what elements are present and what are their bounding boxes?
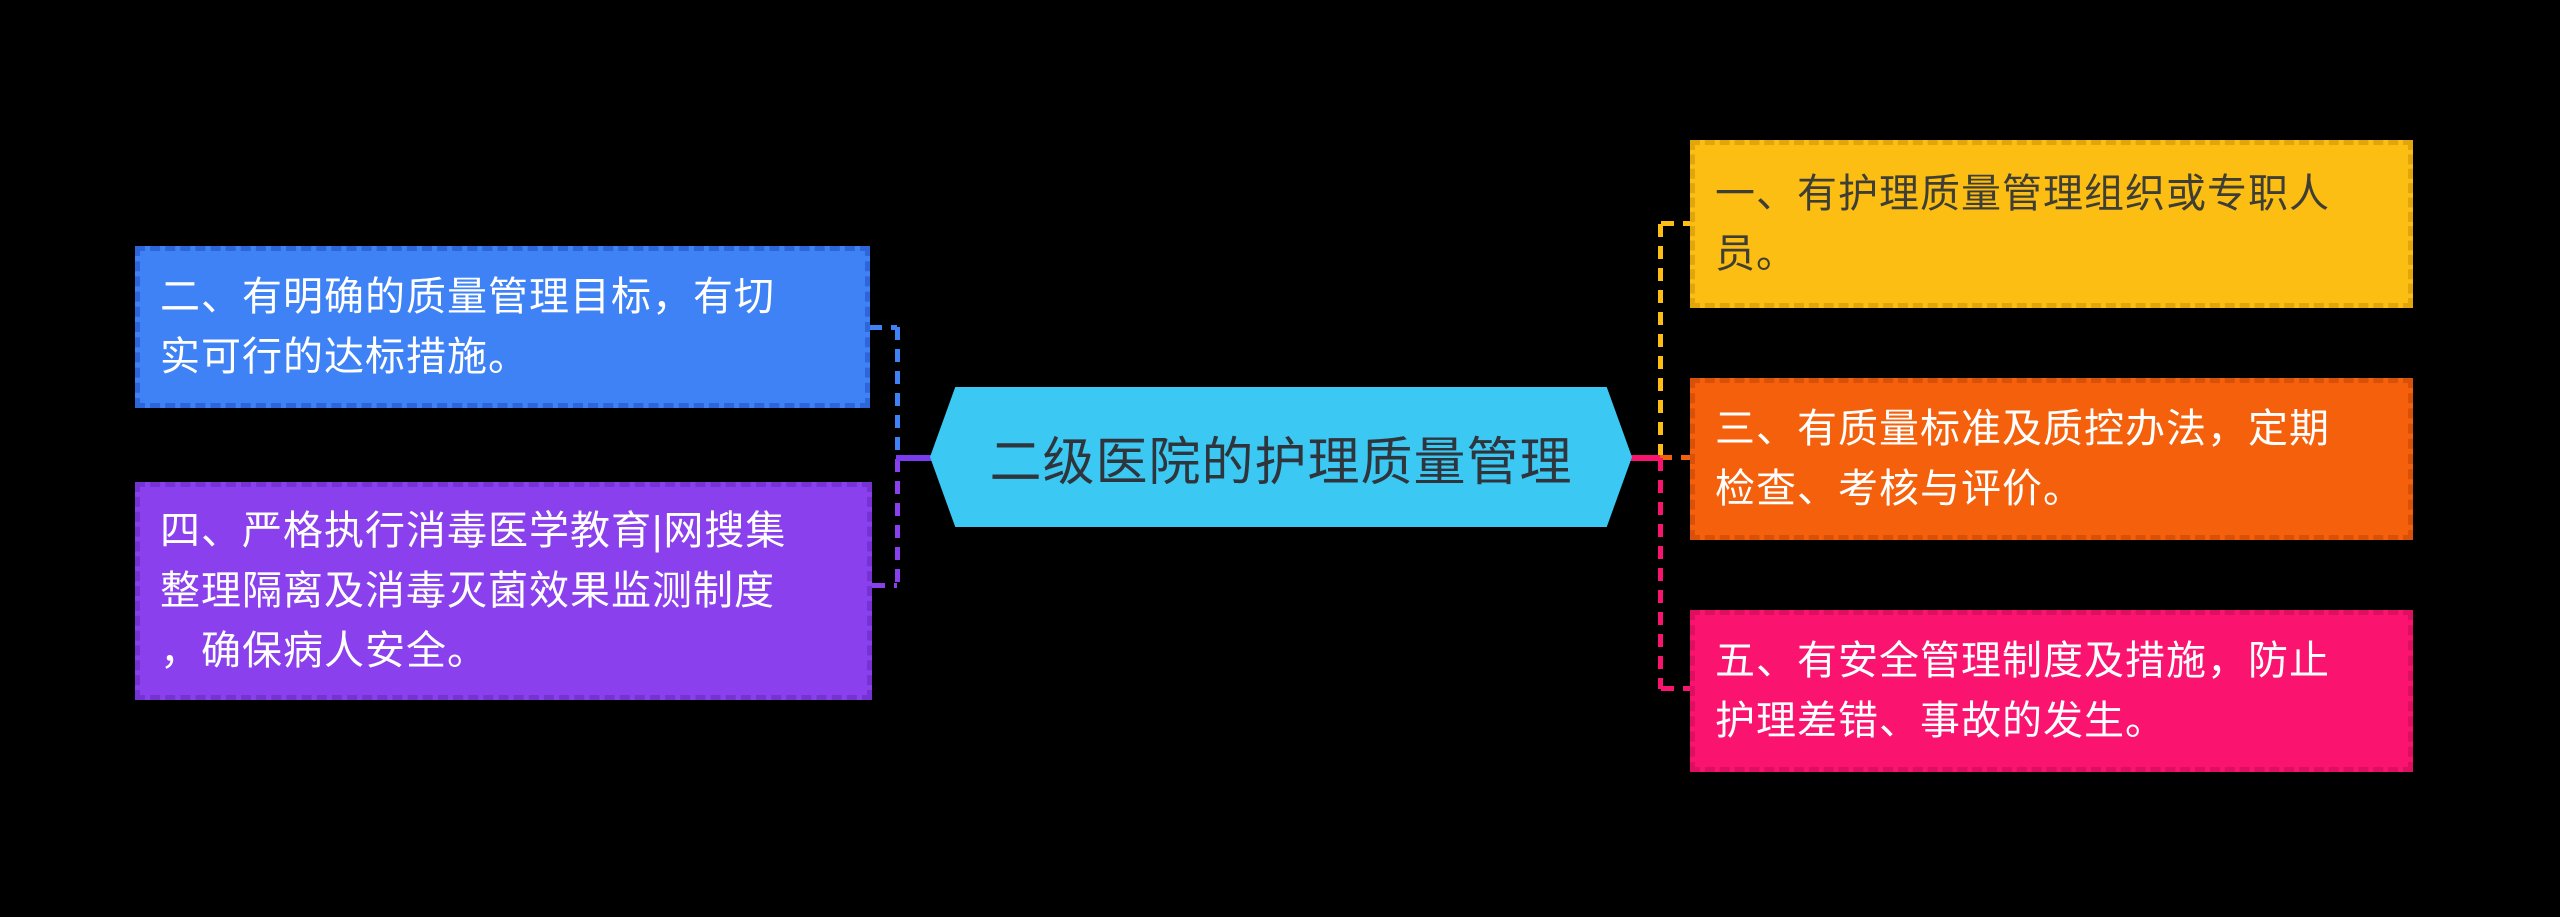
branch-node-3-label: 三、有质量标准及质控办法，定期 检查、考核与评价。 [1715,407,2330,511]
connector-stub-branch-1 [1661,221,1690,226]
connector-stub-branch-2 [869,325,897,330]
branch-node-2[interactable]: 二、有明确的质量管理目标，有切 实可行的达标措施。 [135,246,870,408]
connector-vertical-branch-2 [895,327,900,459]
connector-vertical-branch-1 [1658,224,1663,458]
branch-node-1-label: 一、有护理质量管理组织或专职人 员。 [1715,172,2330,276]
branch-node-4-label: 四、严格执行消毒医学教育|网搜集 整理隔离及消毒灭菌效果监测制度 ，确保病人安全… [160,509,787,673]
central-topic-label: 二级医院的护理质量管理 [989,433,1573,492]
connector-solid-right-junction [1630,455,1660,461]
branch-node-5-label: 五、有安全管理制度及措施，防止 护理差错、事故的发生。 [1715,639,2330,743]
branch-node-4[interactable]: 四、严格执行消毒医学教育|网搜集 整理隔离及消毒灭菌效果监测制度 ，确保病人安全… [135,482,872,700]
connector-stub-branch-4 [872,583,897,588]
branch-node-1[interactable]: 一、有护理质量管理组织或专职人 员。 [1690,140,2413,308]
branch-node-5[interactable]: 五、有安全管理制度及措施，防止 护理差错、事故的发生。 [1690,610,2413,772]
central-topic-node[interactable]: 二级医院的护理质量管理 [930,387,1632,527]
connector-vertical-branch-4 [895,459,900,587]
connector-stub-branch-5 [1661,686,1690,691]
connector-stub-branch-3 [1659,455,1690,460]
branch-node-3[interactable]: 三、有质量标准及质控办法，定期 检查、考核与评价。 [1690,378,2413,540]
connector-solid-left-junction [896,455,932,461]
connector-vertical-branch-5 [1658,458,1663,689]
branch-node-2-label: 二、有明确的质量管理目标，有切 实可行的达标措施。 [160,275,775,379]
